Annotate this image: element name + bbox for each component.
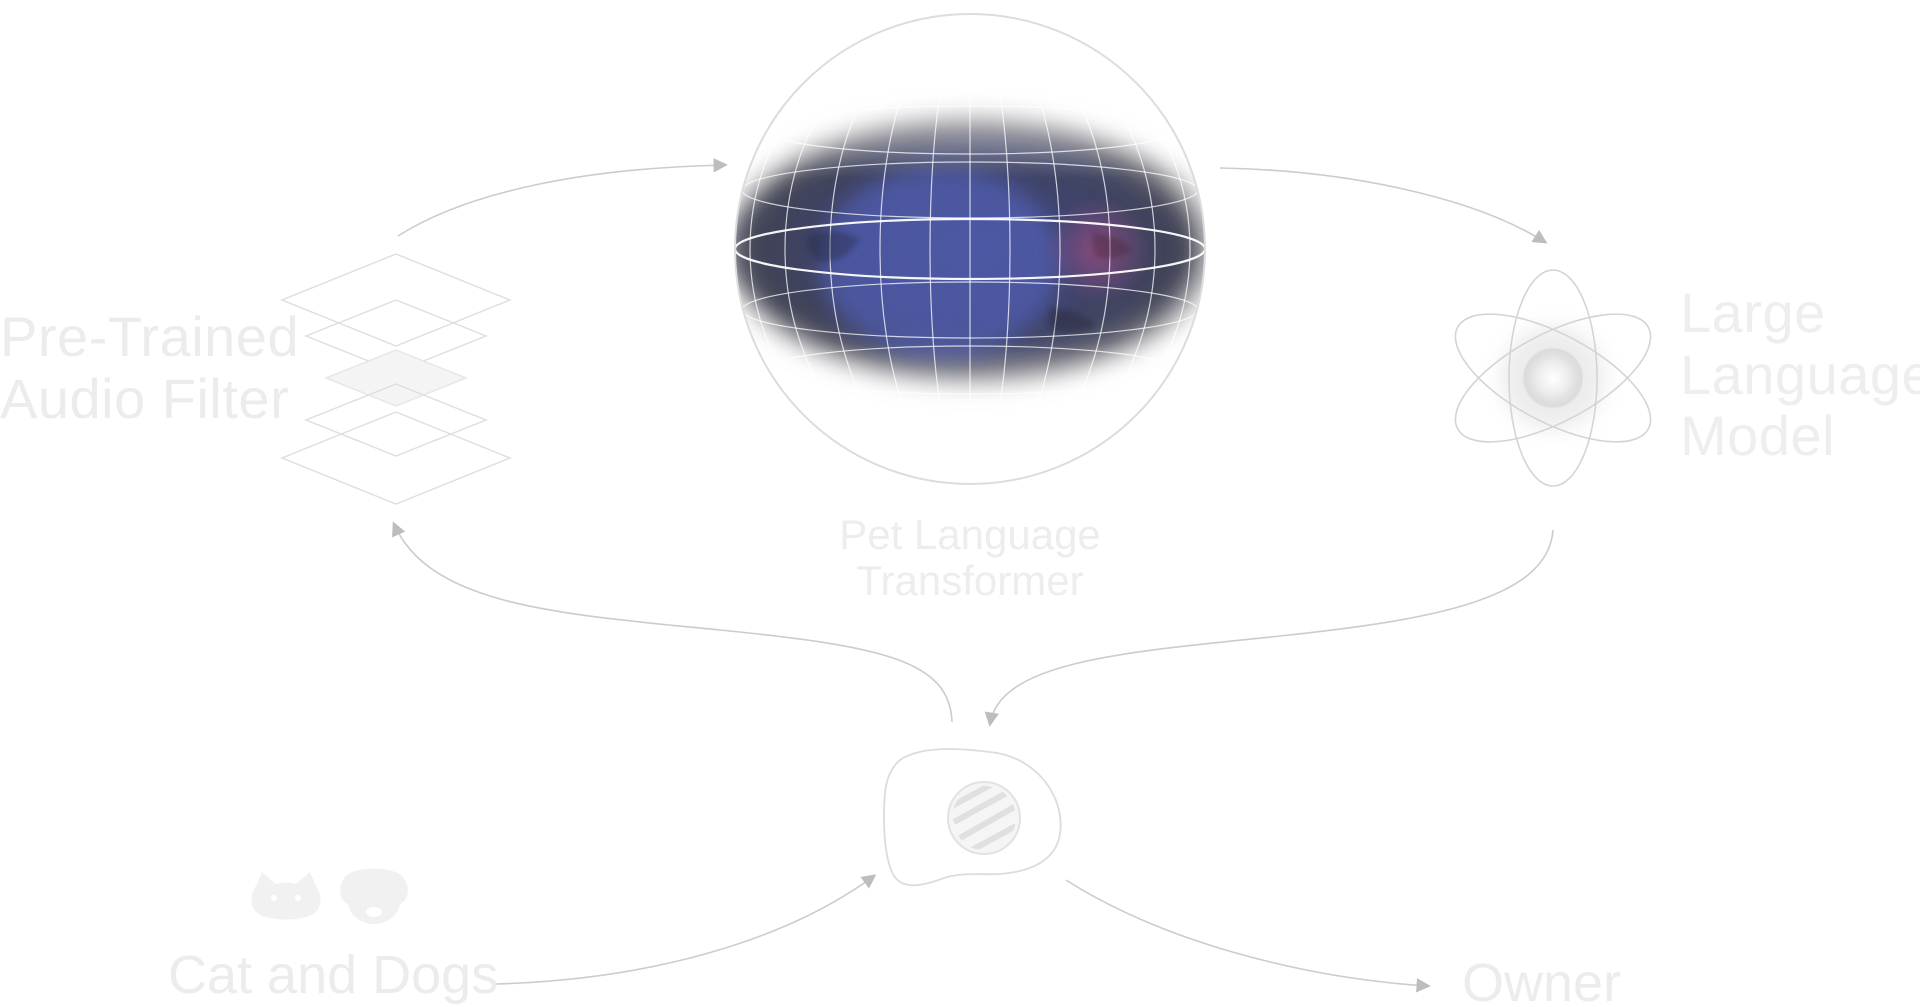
- layer-stack-icon: [280, 253, 512, 505]
- llm-label-line1: Large: [1680, 281, 1826, 344]
- edge-llm-to-device: [984, 529, 1554, 727]
- edge-audio-to-transformer: [397, 158, 728, 237]
- llm-label-line3: Model: [1680, 404, 1836, 468]
- llm-label-line2: Language: [1680, 342, 1920, 406]
- dog-face-icon: [340, 868, 408, 924]
- audio-filter-label-line2: Audio Filter: [0, 366, 290, 430]
- edge-device-to-audio: [392, 521, 953, 723]
- edges: [392, 158, 1554, 993]
- edge-transformer-to-llm: [1219, 167, 1548, 244]
- audio-filter-label-line1: Pre-Trained: [0, 305, 300, 368]
- cat-face-icon: [251, 872, 321, 920]
- pets-label: Cat and Dogs: [168, 945, 499, 1005]
- transformer-label-line1: Pet Language: [839, 511, 1101, 558]
- edge-device-to-owner: [1065, 879, 1431, 993]
- audio-filter-label: Pre-Trained Audio Filter: [0, 306, 299, 429]
- edge-pets-to-device: [495, 874, 877, 985]
- llm-label: Large Language Model: [1680, 282, 1920, 467]
- transformer-label-line2: Transformer: [856, 557, 1084, 605]
- pet-translator-device-icon: [883, 748, 1062, 887]
- transformer-label: Pet Language Transformer: [790, 511, 1150, 605]
- atom-icon: [1454, 269, 1652, 487]
- globe-sphere-icon: [734, 13, 1206, 485]
- owner-label: Owner: [1462, 953, 1622, 1007]
